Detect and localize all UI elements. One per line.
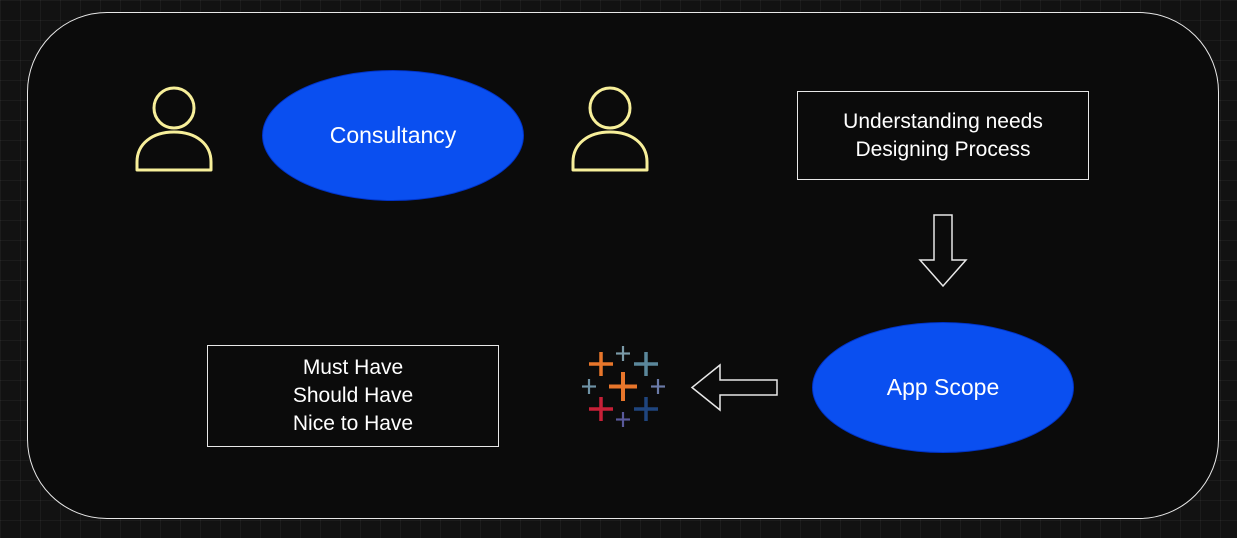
consultancy-ellipse[interactable]: Consultancy (262, 70, 524, 201)
app-scope-ellipse[interactable]: App Scope (812, 322, 1074, 453)
arrow-down-icon (918, 214, 968, 288)
tableau-logo-icon (582, 346, 665, 427)
needs-process-box[interactable]: Understanding needs Designing Process (797, 91, 1089, 180)
priority-box[interactable]: Must Have Should Have Nice to Have (207, 345, 499, 447)
arrow-left-icon (690, 363, 778, 412)
must-have-label: Must Have (302, 356, 404, 379)
user-icon (571, 86, 649, 172)
nice-to-have-label: Nice to Have (292, 412, 414, 435)
consultancy-label: Consultancy (329, 122, 457, 148)
app-scope-label: App Scope (886, 374, 1000, 400)
needs-line-2: Designing Process (855, 137, 1031, 161)
should-have-label: Should Have (292, 384, 414, 407)
needs-line-1: Understanding needs (843, 109, 1043, 133)
user-icon (135, 86, 213, 172)
